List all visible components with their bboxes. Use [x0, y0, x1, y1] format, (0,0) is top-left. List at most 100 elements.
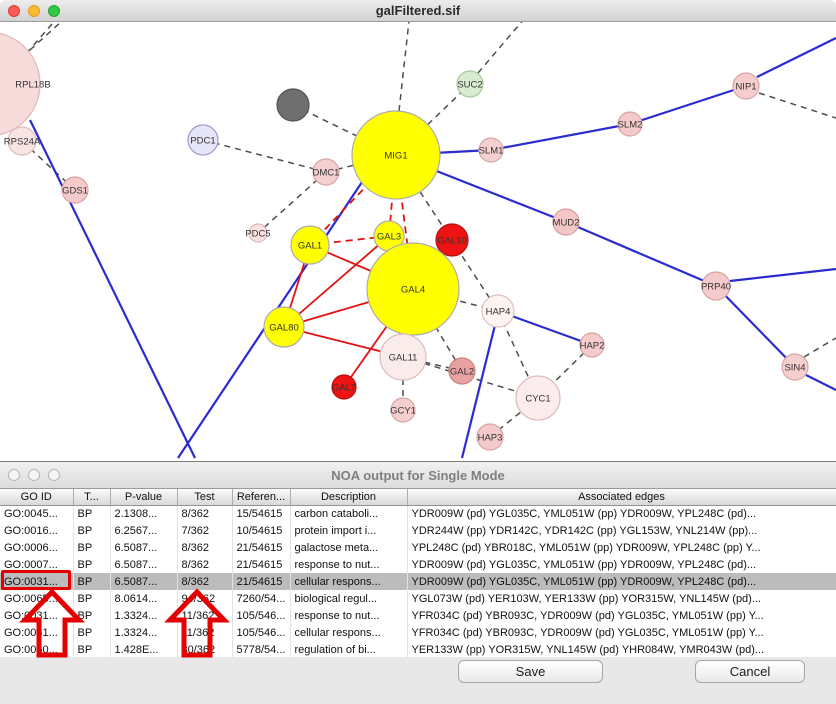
graph-edge-gray-mig1[interactable]: [292, 104, 397, 156]
graph-node-gal1[interactable]: GAL1: [290, 225, 330, 265]
graph-node-gal2[interactable]: GAL2: [448, 357, 476, 385]
table-cell: BP: [73, 539, 111, 556]
graph-node-prp40[interactable]: PRP40: [701, 271, 731, 301]
graph-edge-pdc1-dmc1[interactable]: [202, 139, 327, 173]
graph-edge[interactable]: [29, 119, 196, 459]
zoom-button[interactable]: [48, 4, 60, 17]
table-cell: 21/54615: [232, 573, 291, 590]
graph-edge-mud2-prp40[interactable]: [565, 220, 717, 288]
graph-node-cyc1[interactable]: CYC1: [515, 375, 561, 421]
graph-edge-slm1-slm2[interactable]: [490, 122, 631, 152]
column-header-associated-edges[interactable]: Associated edges: [407, 489, 836, 506]
graph-edge[interactable]: [477, 22, 530, 74]
close-button[interactable]: [8, 4, 20, 17]
graph-node-mud2[interactable]: MUD2: [552, 208, 580, 236]
graph-edge-hap4-hap2[interactable]: [497, 309, 593, 347]
graph-node-slm2[interactable]: SLM2: [617, 111, 643, 137]
graph-node-gray[interactable]: [276, 88, 310, 122]
graph-node-hap3[interactable]: HAP3: [476, 423, 504, 451]
column-header-p-value[interactable]: P-value: [110, 489, 178, 506]
column-header-go-id[interactable]: GO ID: [0, 489, 74, 506]
graph-edge-hap2-cyc1[interactable]: [537, 344, 593, 399]
graph-node-hap2[interactable]: HAP2: [579, 332, 605, 358]
graph-node-gal4[interactable]: GAL4: [366, 242, 460, 336]
table-cell: 8/362: [177, 539, 233, 556]
graph-node-hap4[interactable]: HAP4: [481, 294, 515, 328]
graph-node-label: GAL7: [332, 383, 356, 394]
table-cell: BP: [73, 505, 111, 522]
table-cell: cellular respons...: [290, 624, 408, 641]
graph-edge[interactable]: [805, 374, 836, 391]
table-cell: 1.3324...: [110, 624, 178, 641]
graph-node-pdc1[interactable]: PDC1: [187, 124, 219, 156]
graph-edge-mig1-gal1[interactable]: [309, 154, 397, 246]
zoom-button[interactable]: [48, 469, 60, 481]
graph-node-gcy1[interactable]: GCY1: [390, 397, 416, 423]
table-cell: BP: [73, 522, 111, 539]
save-button[interactable]: Save: [458, 660, 603, 683]
graph-edge-gal80-gal3[interactable]: [283, 235, 390, 328]
close-button[interactable]: [8, 469, 20, 481]
graph-edge-slm2-nip1[interactable]: [629, 84, 747, 126]
graph-node-gal10[interactable]: GAL10: [435, 223, 469, 257]
graph-node-rpl18b[interactable]: RPL18B: [0, 32, 51, 136]
graph-edge-prp40-sin4[interactable]: [715, 285, 796, 368]
table-cell: 94/362: [177, 590, 233, 607]
graph-edge[interactable]: [460, 324, 497, 459]
noa-window-titlebar[interactable]: NOA output for Single Mode: [0, 462, 836, 489]
column-header-description[interactable]: Description: [290, 489, 408, 506]
minimize-button[interactable]: [28, 469, 40, 481]
graph-node-gal11[interactable]: GAL11: [379, 333, 427, 381]
table-cell: GO:0031...: [0, 607, 74, 624]
graph-node-mig1[interactable]: MIG1: [351, 110, 441, 200]
cancel-button[interactable]: Cancel: [695, 660, 805, 683]
table-cell: BP: [73, 556, 111, 573]
column-header-referen[interactable]: Referen...: [232, 489, 291, 506]
table-cell: 1.428E...: [110, 641, 178, 658]
graph-node-nip1[interactable]: NIP1: [732, 72, 760, 100]
graph-node-label: GAL10: [437, 236, 467, 247]
graph-edge[interactable]: [729, 267, 836, 283]
graph-node-label: PRP40: [701, 282, 731, 293]
graph-node-gds1[interactable]: GDS1: [61, 176, 89, 204]
graph-node-slm1[interactable]: SLM1: [478, 137, 504, 163]
graph-node-label: GAL80: [269, 323, 299, 334]
graph-node-label: PDC1: [190, 136, 215, 147]
graph-node-label: SLM1: [479, 146, 504, 157]
button-bar: Save Cancel: [0, 657, 836, 704]
table-cell: GO:0031...: [0, 624, 74, 641]
graph-node-label: SLM2: [618, 120, 643, 131]
table-cell: YER133W (pp) YOR315W, YNL145W (pd) YHR08…: [407, 641, 836, 658]
column-header-t[interactable]: T...: [73, 489, 111, 506]
graph-edge[interactable]: [756, 37, 836, 78]
table-cell: GO:0006...: [0, 539, 74, 556]
graph-node-dmc1[interactable]: DMC1: [312, 158, 340, 186]
graph-node-sin4[interactable]: SIN4: [781, 353, 809, 381]
graph-window-titlebar[interactable]: galFiltered.sif: [0, 0, 836, 22]
column-header-test[interactable]: Test: [177, 489, 233, 506]
minimize-button[interactable]: [28, 4, 40, 17]
graph-node-rps24a[interactable]: RPS24A: [4, 126, 41, 156]
graph-edge-dmc1-pdc5[interactable]: [257, 171, 327, 234]
graph-node-gal80[interactable]: GAL80: [263, 306, 305, 348]
graph-node-suc2[interactable]: SUC2: [456, 70, 484, 98]
graph-edge[interactable]: [803, 337, 836, 358]
table-cell: 8.0614...: [110, 590, 178, 607]
table-cell: 8/362: [177, 556, 233, 573]
graph-node-pdc5[interactable]: PDC5: [245, 223, 271, 243]
graph-node-gal7[interactable]: GAL7: [331, 374, 357, 400]
graph-edge[interactable]: [758, 92, 836, 119]
graph-edge[interactable]: [398, 22, 410, 112]
graph-node-gal3[interactable]: GAL3: [373, 220, 405, 252]
